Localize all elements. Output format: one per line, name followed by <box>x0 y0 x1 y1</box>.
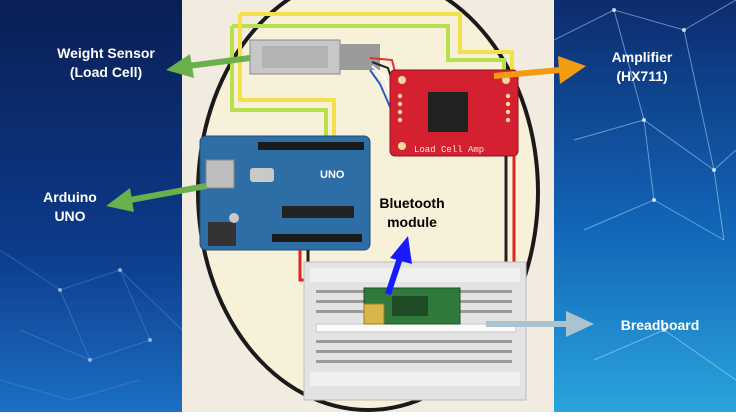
weight-sensor-label: Weight Sensor (Load Cell) <box>57 45 155 80</box>
arrow-bluetooth <box>385 236 412 295</box>
arrow-amplifier <box>493 56 586 84</box>
left-network-background <box>0 0 183 412</box>
arrow-breadboard <box>486 311 594 337</box>
load-cell <box>249 39 380 75</box>
breadboard-label: Breadboard <box>620 317 700 333</box>
uno-board-text: UNO <box>320 169 345 181</box>
amp-board-text: Load Cell Amp <box>414 145 484 155</box>
bluetooth-module <box>363 287 461 325</box>
breadboard <box>303 261 527 401</box>
arduino-board: UNO <box>199 135 371 251</box>
hx711-board: Load Cell Amp <box>389 69 519 157</box>
network-lines-left <box>0 249 183 401</box>
arduino-label: Arduino UNO <box>43 189 97 224</box>
arrow-weight-sensor <box>166 54 251 78</box>
amplifier-label: Amplifier (HX711) <box>611 49 673 84</box>
right-network-background <box>553 0 736 412</box>
network-lines-right <box>553 0 736 381</box>
arrow-arduino <box>106 183 207 212</box>
bluetooth-label: Bluetooth module <box>379 195 445 230</box>
